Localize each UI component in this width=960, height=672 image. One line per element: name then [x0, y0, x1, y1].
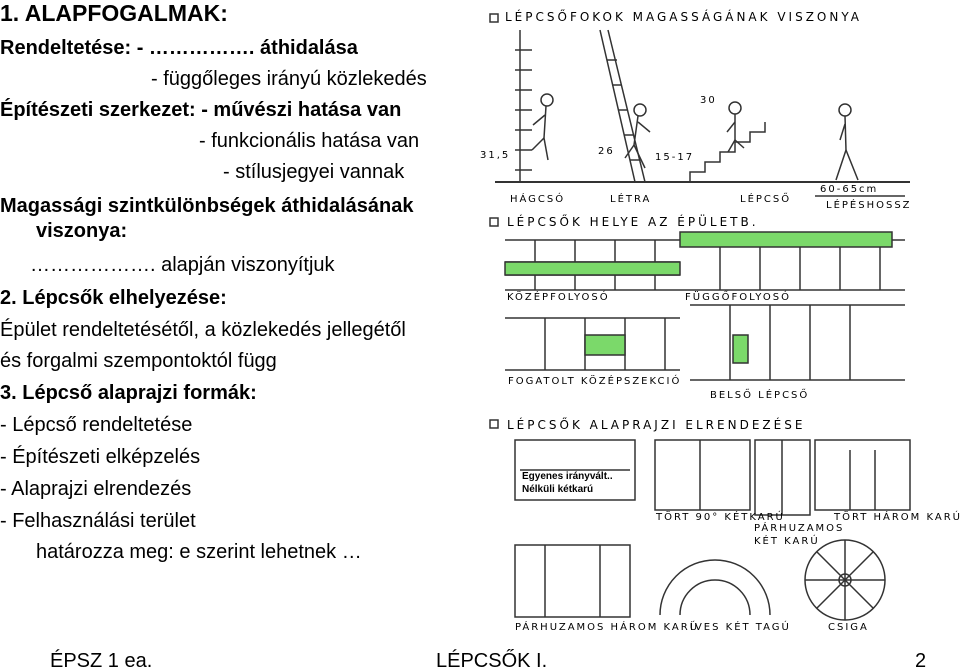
label-csiga: CSIGA	[828, 622, 869, 633]
ladder-rail-1	[599, 29, 636, 183]
placement-text-2: és forgalmi szempontoktól függ	[0, 350, 277, 372]
sketch-heading-2: LÉPCSŐK HELYE AZ ÉPÜLETB.	[507, 215, 759, 229]
label-ketkaru: KÉT KARÚ	[754, 536, 820, 547]
label-ives: ÍVES KÉT TAGÚ	[690, 622, 791, 633]
figure-stairs	[726, 101, 745, 153]
label-letra: LÉTRA	[610, 194, 652, 205]
green-stair-fill	[732, 334, 749, 364]
spiral-plan	[804, 539, 886, 621]
dim-60-65: 60-65cm	[820, 184, 879, 195]
forms-conclusion: határozza meg: e szerint lehetnek …	[36, 541, 362, 563]
figure-ladder	[624, 103, 651, 169]
label-hagcso: HÁGCSÓ	[510, 194, 566, 205]
forms-item-3: - Alaprajzi elrendezés	[0, 478, 192, 500]
heading-box-3	[489, 419, 499, 429]
dim-30: 30	[700, 95, 717, 106]
footer-center: LÉPCSŐK I.	[436, 650, 548, 672]
structure-line: Építészeti szerkezet: - művészi hatása v…	[0, 99, 402, 121]
figure-walking	[835, 103, 859, 181]
heading-box-2	[489, 217, 499, 227]
purpose-line-2: - függőleges irányú közlekedés	[151, 68, 427, 90]
structure-line-2: - funkcionális hatása van	[199, 130, 420, 152]
footer-left: ÉPSZ 1 ea.	[50, 650, 153, 672]
curved-two-part-plan	[659, 559, 771, 616]
ladder-rail-2	[607, 29, 646, 183]
height-heading-2: viszonya:	[36, 220, 128, 242]
placement-heading: 2. Lépcsők elhelyezése:	[0, 287, 227, 309]
stair-profile	[689, 122, 766, 182]
label-tortharom: TÖRT HÁROM KARÚ	[834, 512, 960, 523]
note-line-2: Nélküli kétkarú	[522, 484, 594, 495]
forms-heading: 3. Lépcső alaprajzi formák:	[0, 382, 257, 404]
label-tort90: TÖRT 90° KÉTKARÚ	[656, 512, 785, 523]
note-line-1: Egyenes irányvált..	[522, 471, 613, 482]
green-corridor-fill-2	[679, 231, 893, 248]
green-corridor-fill	[504, 261, 681, 276]
label-parharom: PÁRHUZAMOS HÁROM KARÚ	[515, 622, 700, 633]
ladder-rungs	[607, 59, 640, 161]
label-fogatolt: FOGATOLT KÖZÉPSZEKCIÓ	[508, 376, 682, 387]
height-basis-line: ………………. alapján viszonyítjuk	[30, 254, 335, 276]
step-ladder-rungs	[515, 49, 532, 171]
label-fuggofolyoso: FÜGGŐFOLYOSÓ	[685, 292, 791, 303]
heading-box-1	[489, 13, 499, 23]
forms-item-2: - Építészeti elképzelés	[0, 446, 201, 468]
forms-item-1: - Lépcső rendeltetése	[0, 414, 193, 436]
broken-three-flight-plan	[814, 439, 911, 511]
dim-26: 26	[598, 146, 615, 157]
dim-15-17: 15-17	[655, 152, 695, 163]
green-core-fill	[584, 334, 626, 356]
slide-title: 1. ALAPFOGALMAK:	[0, 0, 228, 26]
label-lepeshossz: LÉPÉSHOSSZ	[826, 200, 912, 211]
sketch-heading-3: LÉPCSŐK ALAPRAJZI ELRENDEZÉSE	[507, 418, 806, 432]
label-belso: BELSŐ LÉPCSŐ	[710, 390, 810, 401]
label-lepcso: LÉPCSŐ	[740, 194, 792, 205]
straight-two-flight-plan	[514, 439, 636, 501]
inner-stair-plan	[690, 304, 905, 381]
figure-climbing	[531, 93, 554, 161]
purpose-line: Rendeltetése: - ……………. áthidalása	[0, 37, 358, 59]
page-number: 2	[915, 650, 927, 672]
forms-item-4: - Felhasználási terület	[0, 510, 196, 532]
parallel-two-flight-plan	[754, 439, 811, 516]
parallel-three-flight-plan	[514, 544, 631, 618]
placement-text: Épület rendeltetésétől, a közlekedés jel…	[0, 319, 406, 341]
dim-31: 31,5	[480, 150, 511, 161]
sketch-heading-1: LÉPCSŐFOKOK MAGASSÁGÁNAK VISZONYA	[505, 10, 862, 24]
label-parhuzamos: PÁRHUZAMOS	[754, 523, 845, 534]
broken-90-plan	[654, 439, 751, 511]
structure-line-3: - stílusjegyei vannak	[223, 161, 405, 183]
height-heading: Magassági szintkülönbségek áthidalásának	[0, 195, 414, 217]
label-kozepfolyoso: KÖZÉPFOLYOSÓ	[507, 292, 610, 303]
